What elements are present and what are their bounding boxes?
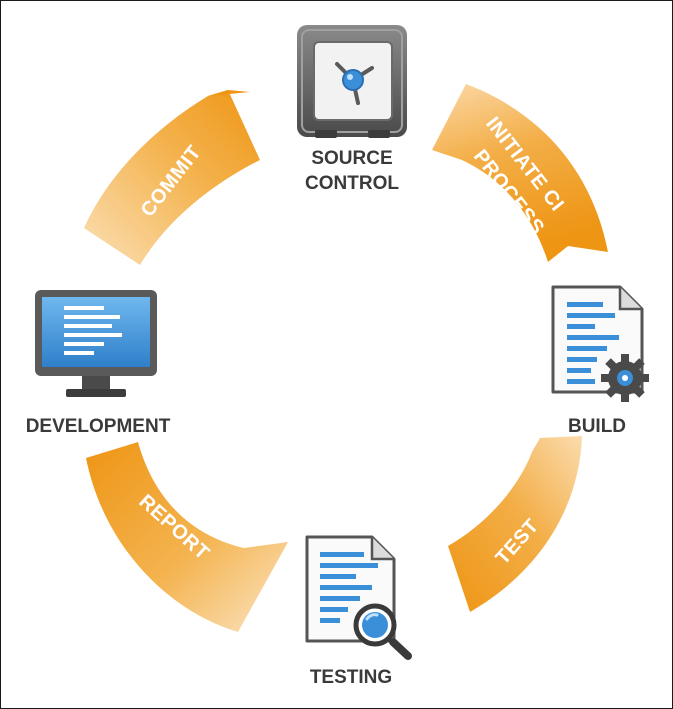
node-label-source-line2: CONTROL — [305, 173, 399, 194]
vault-icon — [297, 25, 407, 138]
testing-document-search-icon — [305, 535, 412, 660]
node-label-source-line1: SOURCE — [311, 148, 392, 169]
arrow-initiate-ci — [432, 84, 608, 262]
node-label-build: BUILD — [568, 416, 626, 437]
build-document-gear-icon — [551, 285, 649, 402]
arrow-commit — [84, 90, 260, 265]
arrow-test — [448, 436, 582, 612]
monitor-icon — [35, 290, 157, 397]
node-label-testing: TESTING — [310, 667, 392, 688]
node-label-development: DEVELOPMENT — [26, 416, 171, 437]
arrow-report — [86, 442, 288, 632]
